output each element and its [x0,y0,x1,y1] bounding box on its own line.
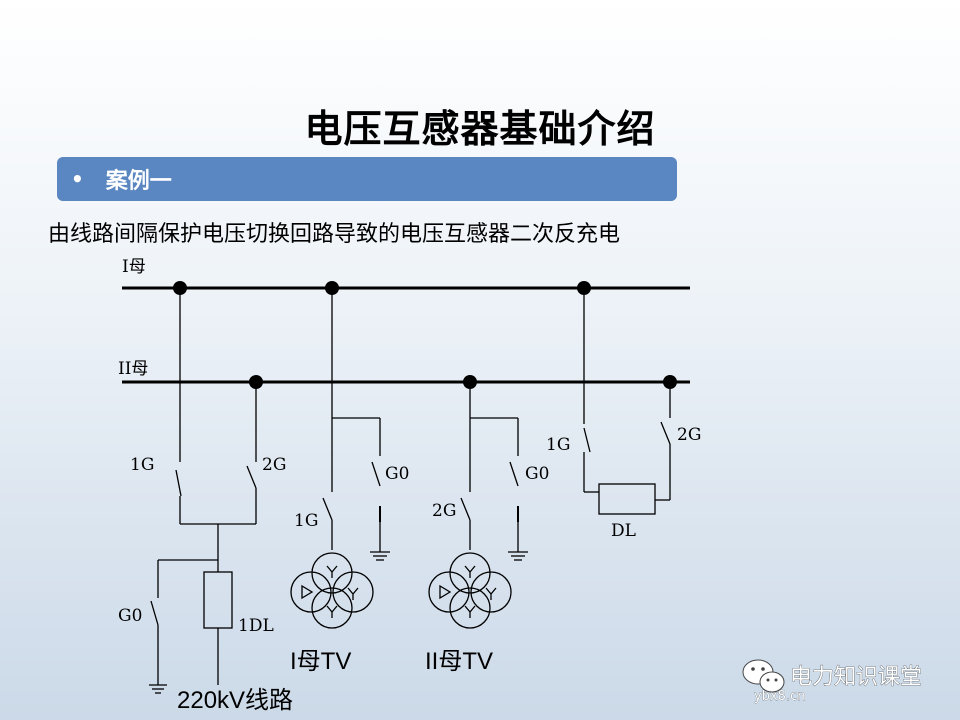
line-bay-breaker [203,571,233,629]
pt-bay-1-ground-switch [371,461,381,487]
pt-bay-1-switch-label: 1G [294,511,318,531]
pt-bay-1-switch [322,497,333,521]
pt-bay-2-ground-switch [509,461,519,487]
bus-tie-switch-2-label: 2G [677,425,701,445]
pt-bay-2-switch [460,497,471,521]
pt-bay-2-ground-switch-label: G0 [525,464,549,484]
pt-bay-2 [428,382,528,629]
line-bay-switch-2-label: 2G [262,455,286,475]
busbar-2-label: II母 [118,359,148,379]
watermark-text: 电力知识课堂 [790,665,922,690]
line-bay-ground-switch-label: G0 [118,606,142,626]
pt-bay-2-switch-label: 2G [432,501,456,521]
pt-2-symbol [428,552,512,629]
bus-tie-switch-1 [583,427,591,453]
pt-bay-1 [290,288,390,629]
wechat-icon [742,659,785,693]
busbar-1-label: I母 [122,257,146,277]
bus-tie-breaker [598,483,656,515]
bus-tie-bay [583,288,671,515]
line-bay-switch-1 [175,469,182,497]
bullet-text: 案例一 [105,169,172,194]
line-bay-ground-switch [150,600,159,626]
line-bay-switch-1-label: 1G [130,455,154,475]
pt-bay-1-label: I母TV [290,648,351,675]
junction-dots [173,281,677,389]
pt-1-symbol [290,552,374,629]
bus-tie-switch-2 [660,421,671,445]
bus-tie-switch-1-label: 1G [546,435,570,455]
slide-title: 电压互感器基础介绍 [304,107,656,151]
bullet-bar: • 案例一 [57,157,677,201]
bus-tie-breaker-label: DL [611,521,636,541]
line-bay-line-label: 220kV线路 [177,687,293,714]
slide-subtitle: 由线路间隔保护电压切换回路导致的电压互感器二次反充电 [48,222,621,247]
line-bay-breaker-label: 1DL [238,616,274,636]
pt-bay-2-label: II母TV [425,648,493,675]
line-bay-switch-2 [246,465,257,489]
pt-bay-1-ground-switch-label: G0 [385,464,409,484]
bullet-dot: • [71,167,84,191]
line-bay [149,288,257,694]
watermark-small-text: ybx8.cn [754,689,805,704]
